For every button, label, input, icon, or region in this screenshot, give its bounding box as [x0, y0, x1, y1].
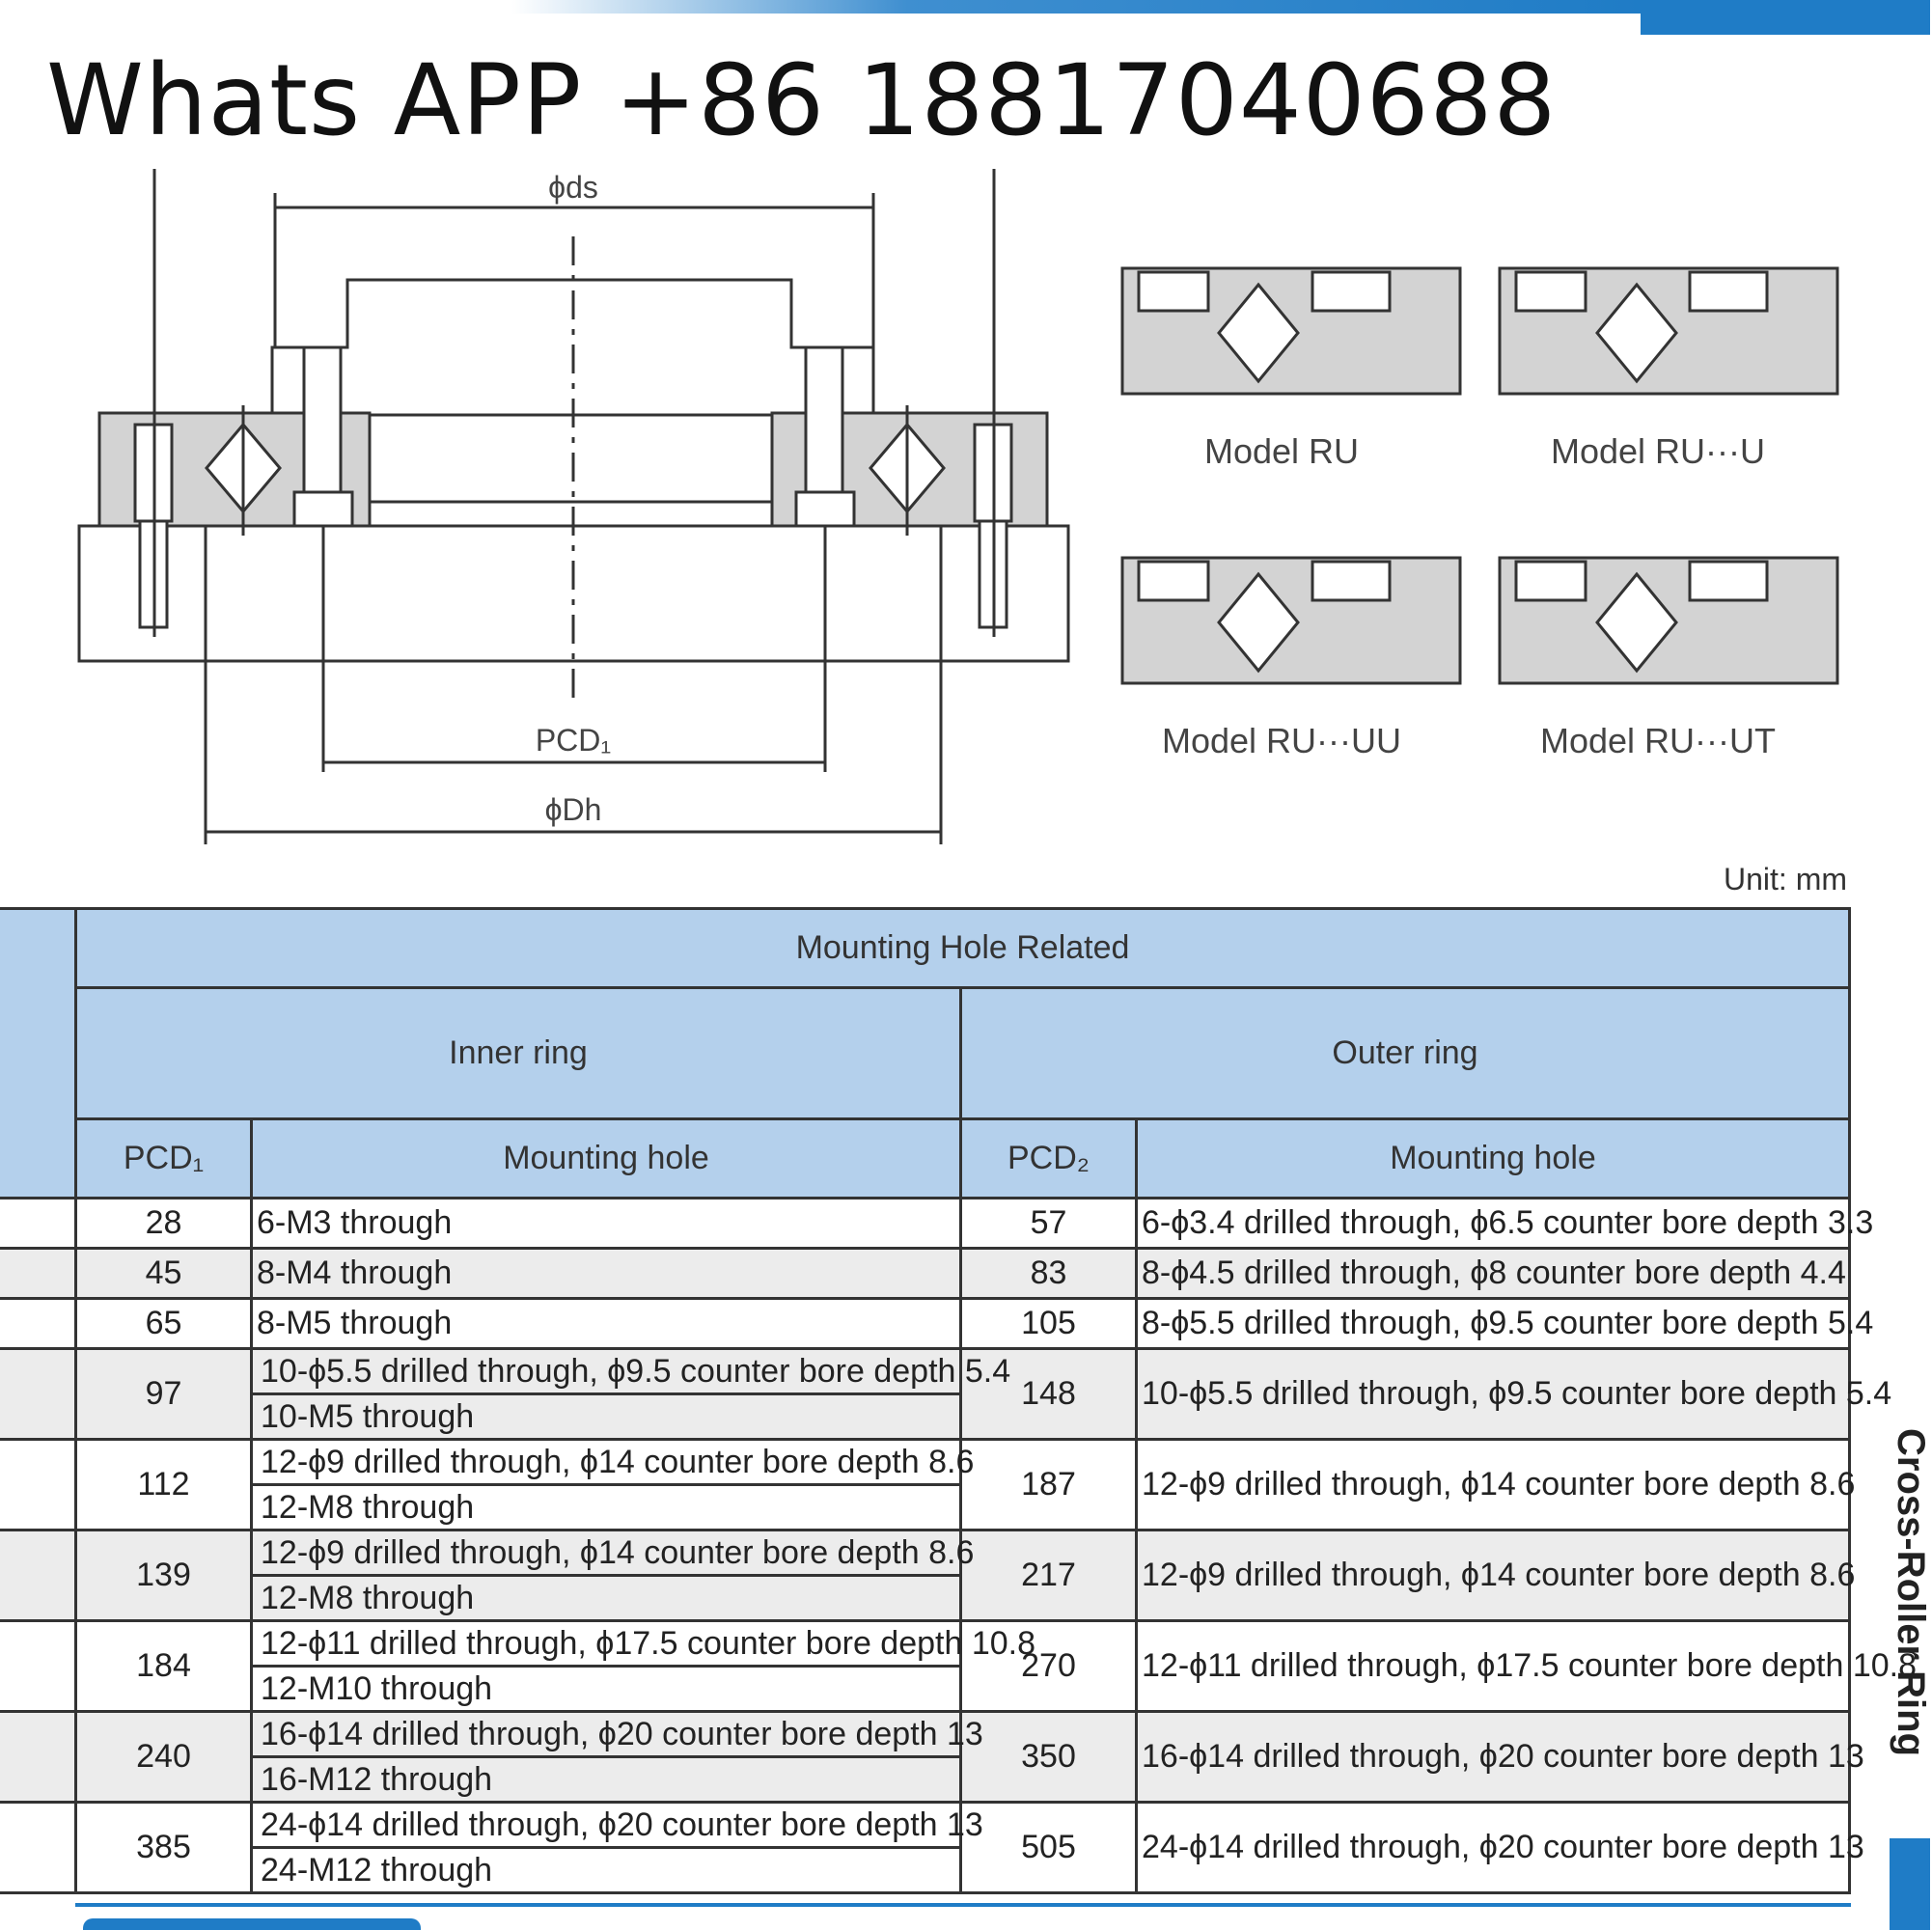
inner-hole-line: 12-M10 through	[253, 1665, 959, 1710]
model-ru-u-figure	[1498, 266, 1839, 396]
pcd1-cell: 45	[74, 1247, 253, 1300]
model-column-header	[0, 907, 77, 1199]
outer-hole-cell: 10-ϕ5.5 drilled through, ϕ9.5 counter bo…	[1134, 1347, 1891, 1441]
inner-hole-line: 16-ϕ14 drilled through, ϕ20 counter bore…	[261, 1716, 983, 1752]
inner-hole-cell: 24-ϕ14 drilled through, ϕ20 counter bore…	[250, 1801, 983, 1894]
model-ru-uu-label: Model RU···UU	[1162, 721, 1401, 760]
top-accent-bar	[511, 0, 1641, 14]
table-row: 184 12-ϕ11 drilled through, ϕ17.5 counte…	[0, 1619, 1917, 1713]
bottom-accent-tab	[83, 1918, 421, 1930]
inner-hole-cell: 12-ϕ9 drilled through, ϕ14 counter bore …	[250, 1529, 975, 1622]
inner-hole-line: 16-M12 through	[253, 1755, 959, 1801]
model-ru-uu-figure	[1120, 556, 1462, 685]
pcd2-cell: 105	[959, 1297, 1138, 1350]
pcd1-cell: 184	[74, 1619, 253, 1713]
pcd1-cell: 28	[74, 1197, 253, 1250]
contact-headline: Whats APP +86 18817040688	[46, 43, 1558, 158]
pcd2-cell: 270	[959, 1619, 1138, 1713]
table-row: 139 12-ϕ9 drilled through, ϕ14 counter b…	[0, 1529, 1855, 1622]
outer-hole-cell: 12-ϕ9 drilled through, ϕ14 counter bore …	[1134, 1529, 1855, 1622]
inner-hole-line: 12-M8 through	[253, 1574, 959, 1619]
model-ru-figure	[1120, 266, 1462, 396]
pcd1-header: PCD₁	[74, 1117, 253, 1199]
pcd1-cell: 240	[74, 1710, 253, 1804]
table-row: 97 10-ϕ5.5 drilled through, ϕ9.5 counter…	[0, 1347, 1891, 1441]
top-accent-block	[1641, 0, 1930, 35]
inner-hole-cell: 8-M5 through	[250, 1297, 962, 1350]
outer-hole-cell: 12-ϕ11 drilled through, ϕ17.5 counter bo…	[1134, 1619, 1917, 1713]
outer-hole-cell: 8-ϕ5.5 drilled through, ϕ9.5 counter bor…	[1134, 1297, 1873, 1350]
pcd1-label: PCD₁	[536, 723, 611, 758]
model-ru-ut-figure	[1498, 556, 1839, 685]
outer-mounting-hole-header: Mounting hole	[1134, 1117, 1852, 1199]
model-ru-ut-label: Model RU···UT	[1540, 721, 1776, 760]
inner-hole-line: 24-ϕ14 drilled through, ϕ20 counter bore…	[261, 1806, 983, 1843]
pcd2-cell: 505	[959, 1801, 1138, 1894]
table-row: 28 6-M3 through 57 6-ϕ3.4 drilled throug…	[0, 1197, 1873, 1250]
inner-hole-cell: 10-ϕ5.5 drilled through, ϕ9.5 counter bo…	[250, 1347, 1011, 1441]
outer-hole-cell: 24-ϕ14 drilled through, ϕ20 counter bore…	[1134, 1801, 1864, 1894]
inner-hole-cell: 6-M3 through	[250, 1197, 962, 1250]
model-ru-label: Model RU	[1204, 431, 1359, 471]
outer-hole-cell: 6-ϕ3.4 drilled through, ϕ6.5 counter bor…	[1134, 1197, 1873, 1250]
inner-hole-line: 24-M12 through	[253, 1846, 959, 1891]
dh-label: ϕDh	[545, 792, 602, 827]
pcd2-header: PCD₂	[959, 1117, 1138, 1199]
pcd1-cell: 139	[74, 1529, 253, 1622]
pcd2-cell: 148	[959, 1347, 1138, 1441]
side-section-label: Cross-Roller Ring	[1890, 1428, 1932, 1757]
table-row: 65 8-M5 through 105 8-ϕ5.5 drilled throu…	[0, 1297, 1873, 1350]
inner-hole-line: 12-ϕ9 drilled through, ϕ14 counter bore …	[261, 1534, 975, 1571]
outer-hole-cell: 8-ϕ4.5 drilled through, ϕ8 counter bore …	[1134, 1247, 1852, 1300]
inner-hole-line: 12-ϕ9 drilled through, ϕ14 counter bore …	[261, 1444, 975, 1480]
unit-label: Unit: mm	[1724, 862, 1847, 896]
inner-hole-line: 10-M5 through	[253, 1392, 959, 1438]
table-row: 45 8-M4 through 83 8-ϕ4.5 drilled throug…	[0, 1247, 1852, 1300]
pcd2-cell: 217	[959, 1529, 1138, 1622]
pcd1-cell: 385	[74, 1801, 253, 1894]
ds-label: ϕds	[548, 170, 598, 205]
inner-hole-line: 10-ϕ5.5 drilled through, ϕ9.5 counter bo…	[261, 1353, 1011, 1390]
table-row: 112 12-ϕ9 drilled through, ϕ14 counter b…	[0, 1438, 1855, 1531]
outer-hole-cell: 16-ϕ14 drilled through, ϕ20 counter bore…	[1134, 1710, 1864, 1804]
inner-hole-cell: 12-ϕ11 drilled through, ϕ17.5 counter bo…	[250, 1619, 1036, 1713]
inner-mounting-hole-header: Mounting hole	[250, 1117, 962, 1199]
outer-ring-header: Outer ring	[958, 986, 1852, 1120]
pcd2-cell: 57	[959, 1197, 1138, 1250]
pcd2-cell: 187	[959, 1438, 1138, 1531]
table-row: 240 16-ϕ14 drilled through, ϕ20 counter …	[0, 1710, 1864, 1804]
inner-hole-line: 12-M8 through	[253, 1483, 959, 1529]
table-row: 385 24-ϕ14 drilled through, ϕ20 counter …	[0, 1801, 1864, 1894]
mounting-hole-table: Mounting Hole Related Inner ring Outer r…	[0, 907, 1917, 1894]
inner-hole-line: 12-ϕ11 drilled through, ϕ17.5 counter bo…	[261, 1625, 1036, 1662]
inner-ring-header: Inner ring	[74, 986, 962, 1120]
pcd1-cell: 112	[74, 1438, 253, 1531]
model-ru-u-label: Model RU···U	[1551, 431, 1765, 471]
outer-hole-cell: 12-ϕ9 drilled through, ϕ14 counter bore …	[1134, 1438, 1855, 1531]
inner-hole-cell: 8-M4 through	[250, 1247, 962, 1300]
inner-hole-cell: 12-ϕ9 drilled through, ϕ14 counter bore …	[250, 1438, 975, 1531]
pcd1-cell: 97	[74, 1347, 253, 1441]
inner-hole-cell: 16-ϕ14 drilled through, ϕ20 counter bore…	[250, 1710, 983, 1804]
bottom-accent-line	[75, 1903, 1851, 1907]
group-header: Mounting Hole Related	[73, 907, 1852, 989]
bearing-drawing: ϕds PCD₁ ϕDh Model RU Model RU	[77, 169, 1839, 844]
pcd1-cell: 65	[74, 1297, 253, 1350]
pcd2-cell: 83	[959, 1247, 1138, 1300]
side-accent-tab	[1890, 1838, 1930, 1930]
pcd2-cell: 350	[959, 1710, 1138, 1804]
